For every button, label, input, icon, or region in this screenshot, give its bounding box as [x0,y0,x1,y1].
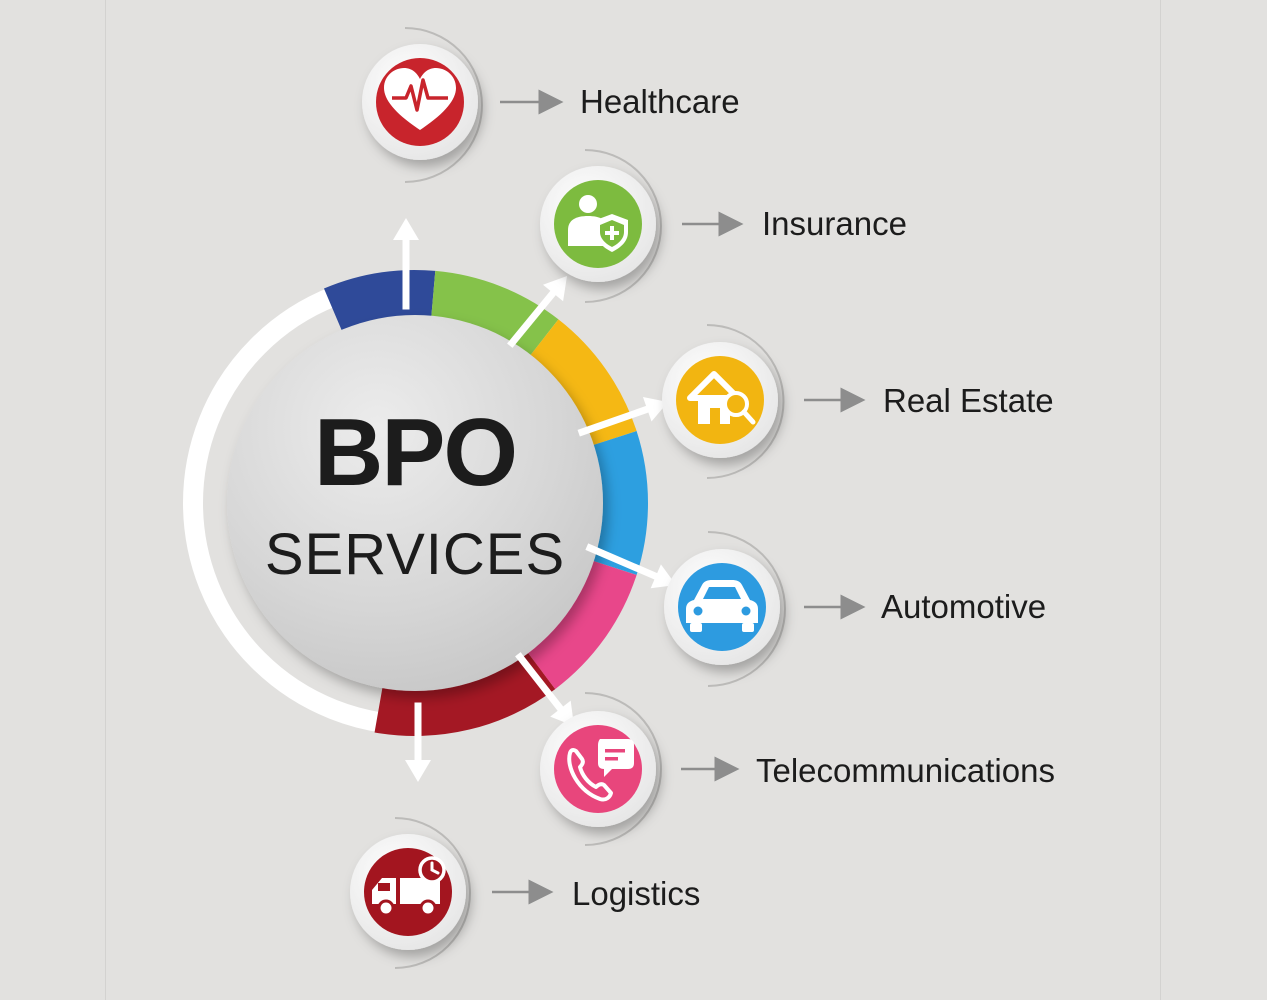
node-insurance [540,149,744,303]
delivery-truck-clock-icon [372,856,446,917]
left-panel-edge [105,0,106,1000]
radial-arrows [393,218,676,782]
node-real-estate [662,324,866,479]
ring-segment-real-estate [529,319,637,446]
ring-segment-insurance [431,270,559,357]
label-logistics: Logistics [572,875,701,912]
center-title: BPO [313,399,518,506]
heart-pulse-icon [384,68,456,130]
radial-arrow-real-estate [577,396,668,437]
ring-segment-telecommunications [526,560,637,690]
outline-arc-insurance [584,149,662,303]
node-automotive [664,531,866,687]
label-real-estate: Real Estate [883,382,1054,419]
ring-segment-automotive [591,430,649,576]
node-healthcare [362,27,564,183]
right-panel-edge [1160,0,1161,1000]
car-icon [686,580,758,632]
outline-arc-telecommunications [584,692,662,846]
central-hub [227,315,603,691]
insured-person-shield-icon [568,195,628,252]
label-healthcare: Healthcare [580,83,740,120]
label-telecommunications: Telecommunications [756,752,1055,789]
radial-arrow-healthcare [393,218,419,310]
node-telecommunications [540,692,740,846]
center-subtitle: SERVICES [264,522,566,587]
sector-nodes [350,27,866,969]
phone-chat-icon [567,739,634,802]
radial-arrow-insurance [507,276,567,348]
label-automotive: Automotive [881,588,1047,625]
house-search-icon [687,371,756,425]
radial-arrow-logistics [405,702,431,782]
node-logistics [350,817,554,969]
outline-arc-automotive [707,531,786,687]
label-insurance: Insurance [762,205,907,242]
outline-arc-logistics [394,817,471,969]
outline-arc-real-estate [706,324,785,479]
outline-arc-healthcare [404,27,483,183]
